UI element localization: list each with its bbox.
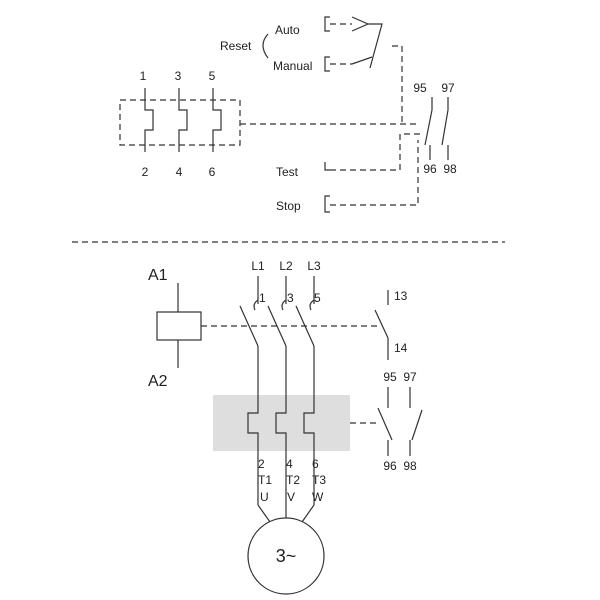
pole-3-arc bbox=[309, 299, 315, 311]
out-t3-label: T3 bbox=[312, 473, 326, 487]
relay-terminal-1: 1 bbox=[140, 69, 147, 83]
aux-contact-13-14: 13 14 bbox=[374, 289, 408, 360]
circuit-nc-blade bbox=[377, 407, 393, 441]
circuit-contact-98: 98 bbox=[403, 459, 417, 473]
test-actuator-bracket bbox=[324, 162, 330, 171]
main-contacts: 1 3 5 bbox=[201, 276, 380, 347]
relay-aux-contacts-top: 95 97 96 98 bbox=[413, 81, 457, 176]
auto-label: Auto bbox=[275, 23, 300, 37]
relay-contact-95: 95 bbox=[413, 81, 427, 95]
phase-1-thermal bbox=[247, 346, 259, 462]
pole-1-arc bbox=[253, 299, 259, 311]
manual-lever-icon bbox=[351, 56, 373, 65]
motor-circle bbox=[247, 517, 325, 595]
circuit-contact-97: 97 bbox=[403, 370, 417, 384]
pole-3-number: 3 bbox=[287, 291, 294, 305]
thermal-element-1 bbox=[144, 88, 154, 152]
relay-housing bbox=[119, 99, 241, 146]
aux-13-label: 13 bbox=[394, 289, 408, 303]
contactor-coil: A1 A2 bbox=[148, 267, 202, 390]
stop-actuator-bracket bbox=[324, 195, 330, 213]
circuit-no-blade bbox=[411, 409, 423, 441]
stop-link-line bbox=[330, 140, 419, 206]
out-t1-label: T1 bbox=[258, 473, 272, 487]
test-label: Test bbox=[276, 165, 299, 179]
thermal-element-3 bbox=[212, 88, 222, 152]
overload-relay-symbol: 1 3 5 2 4 6 bbox=[119, 69, 420, 179]
phase-3-to-motor bbox=[301, 504, 315, 523]
aux-blade bbox=[374, 309, 389, 339]
overload-thermal-elements bbox=[247, 346, 378, 462]
phase-2-thermal bbox=[275, 346, 287, 462]
pole-5-number: 5 bbox=[314, 291, 321, 305]
relay-terminal-6: 6 bbox=[209, 165, 216, 179]
auto-arrow-icon bbox=[351, 16, 370, 32]
phase-1-to-motor bbox=[257, 504, 271, 523]
out-2-label: 2 bbox=[258, 457, 265, 471]
line-l1-label: L1 bbox=[251, 259, 265, 273]
thermal-element-2 bbox=[178, 88, 188, 152]
relay-terminal-2: 2 bbox=[142, 165, 149, 179]
reset-link-line bbox=[392, 45, 403, 124]
aux-14-label: 14 bbox=[394, 341, 408, 355]
test-button-symbol: Test bbox=[276, 133, 420, 179]
pole-1-blade bbox=[239, 305, 259, 347]
motor: 3~ bbox=[247, 517, 325, 595]
coil-a2-label: A2 bbox=[148, 373, 168, 390]
circuit-contact-95: 95 bbox=[383, 370, 397, 384]
relay-terminal-5: 5 bbox=[209, 69, 216, 83]
coil-a1-label: A1 bbox=[148, 267, 168, 284]
phase-3-thermal bbox=[303, 346, 315, 462]
auto-actuator-bracket bbox=[324, 16, 330, 32]
line-l3-label: L3 bbox=[307, 259, 321, 273]
stop-label: Stop bbox=[276, 199, 301, 213]
reset-selector: Reset Auto Manual bbox=[220, 16, 403, 124]
motor-label: 3~ bbox=[276, 546, 297, 566]
manual-actuator-bracket bbox=[324, 56, 330, 72]
out-6-label: 6 bbox=[312, 457, 319, 471]
circuit-contact-96: 96 bbox=[383, 459, 397, 473]
motor-w-label: W bbox=[312, 490, 324, 504]
out-4-label: 4 bbox=[286, 457, 293, 471]
relay-terminal-4: 4 bbox=[176, 165, 183, 179]
stop-button-symbol: Stop bbox=[276, 140, 419, 213]
test-link-line bbox=[330, 133, 420, 171]
pole-2-arc bbox=[281, 299, 287, 311]
output-terminals: 2 4 6 T1 T2 T3 U V W bbox=[257, 457, 326, 523]
contact-nc-blade bbox=[424, 109, 433, 146]
relay-contact-96: 96 bbox=[423, 162, 437, 176]
coil-box bbox=[156, 311, 202, 341]
motor-u-label: U bbox=[260, 490, 269, 504]
line-l2-label: L2 bbox=[279, 259, 293, 273]
out-t2-label: T2 bbox=[286, 473, 300, 487]
relay-contact-98: 98 bbox=[443, 162, 457, 176]
relay-aux-contacts-bottom: 95 97 96 98 bbox=[377, 370, 423, 473]
manual-label: Manual bbox=[273, 59, 312, 73]
pole-1-number: 1 bbox=[259, 291, 266, 305]
reset-label: Reset bbox=[220, 39, 252, 53]
relay-terminal-3: 3 bbox=[175, 69, 182, 83]
contact-no-blade bbox=[441, 109, 449, 146]
reset-brace bbox=[262, 33, 269, 59]
overload-relay-block bbox=[213, 395, 350, 451]
auto-contact-leg bbox=[368, 23, 383, 69]
motor-v-label: V bbox=[287, 490, 295, 504]
relay-contact-97: 97 bbox=[441, 81, 455, 95]
